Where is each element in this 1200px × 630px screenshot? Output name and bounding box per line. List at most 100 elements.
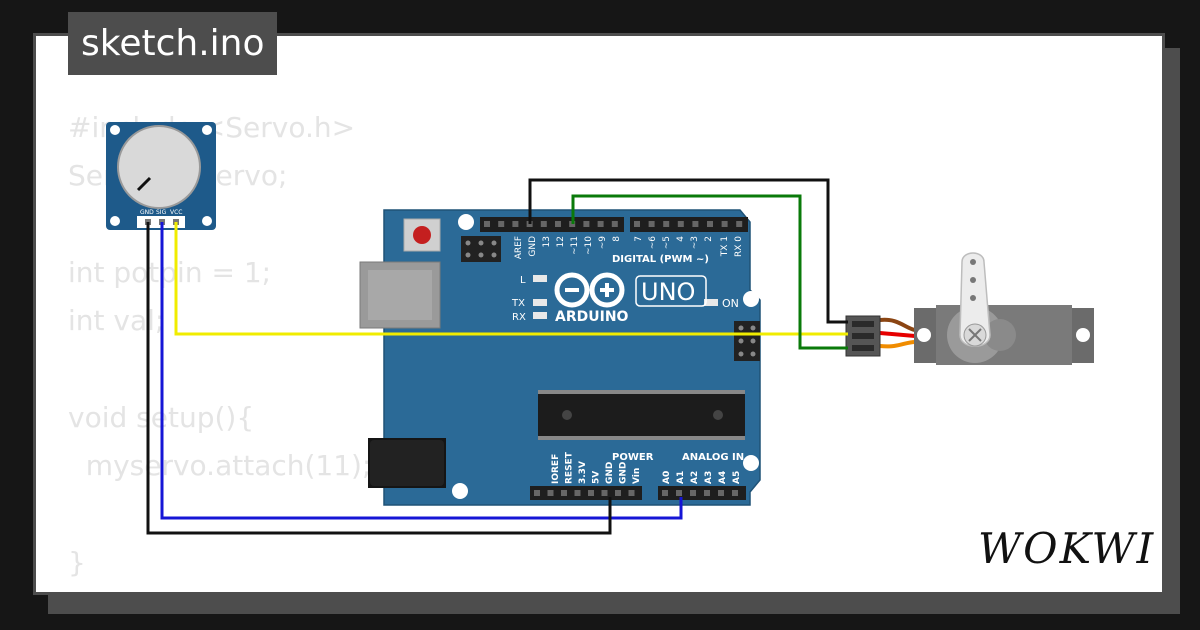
mount-hole	[452, 483, 468, 499]
wokwi-logo: WOKWI	[978, 524, 1156, 573]
potentiometer[interactable]: GND SIG VCC	[106, 122, 216, 230]
code-line: void setup(){	[68, 400, 255, 434]
pin-label-vcc: VCC	[170, 209, 182, 216]
wire-black-ground[interactable]	[146, 222, 612, 535]
pin-label-gnd: GND	[140, 209, 154, 216]
code-line: }	[68, 545, 86, 579]
icsp-header	[461, 236, 501, 262]
code-background: #include <Servo.h>Servo myservo;int potp…	[68, 104, 371, 587]
servo-mount-hole	[917, 328, 931, 342]
analog-pin-label: A3	[704, 471, 714, 484]
power-pin-label: 3.3V	[578, 461, 588, 484]
header-pin[interactable]	[663, 221, 670, 227]
header-pin[interactable]	[597, 221, 604, 227]
digital-pin-label: 2	[704, 236, 714, 242]
led-on	[704, 299, 718, 306]
digital-pin-label: 12	[556, 236, 566, 247]
knob-indicator	[136, 176, 152, 192]
power-pin-label: IOREF	[551, 454, 561, 484]
wires	[146, 178, 848, 535]
servo-motor[interactable]	[845, 252, 1094, 365]
header-pin[interactable]	[534, 490, 540, 496]
wire-black-servo[interactable]	[528, 178, 848, 324]
digital-pin-label: TX 1	[720, 236, 730, 257]
led-rx-label: RX	[512, 312, 526, 323]
digital-pin-holes	[484, 221, 743, 227]
header-pin[interactable]	[628, 490, 635, 496]
code-line: int val;	[68, 304, 165, 338]
board-model: UNO	[641, 278, 695, 306]
power-label: POWER	[612, 452, 654, 463]
header-pin[interactable]	[677, 221, 684, 227]
digital-header-right	[630, 217, 748, 232]
led-l-label: L	[520, 275, 526, 286]
led-l	[533, 275, 547, 282]
usb-port-inner	[368, 270, 432, 320]
header-pin[interactable]	[601, 490, 608, 496]
header-pin[interactable]	[690, 490, 696, 496]
analog-pin-label: A2	[690, 471, 700, 484]
led-rx	[533, 312, 547, 319]
digital-pin-label: ~9	[598, 236, 608, 250]
wire-yellow[interactable]	[174, 222, 848, 336]
digital-pin-label: AREF	[514, 236, 524, 259]
digital-pin-label: 4	[676, 236, 686, 242]
power-pin-label: RESET	[565, 451, 575, 484]
header-pin[interactable]	[692, 221, 699, 227]
pin-label-sig: SIG	[156, 209, 167, 216]
header-pin[interactable]	[718, 490, 724, 496]
header-pin[interactable]	[512, 221, 519, 227]
header-pin[interactable]	[648, 221, 655, 227]
wire-green-signal[interactable]	[571, 194, 848, 350]
digital-header-left	[480, 217, 624, 232]
led-tx	[533, 299, 547, 306]
analog-header	[658, 486, 746, 500]
arduino-logo-text: ARDUINO	[555, 309, 629, 325]
servo-gear-small	[984, 319, 1016, 351]
header-pin[interactable]	[484, 221, 490, 227]
header-pin[interactable]	[732, 490, 738, 496]
header-pin[interactable]	[662, 490, 668, 496]
header-pin[interactable]	[555, 221, 561, 227]
digital-pin-label: ~10	[584, 236, 594, 255]
power-pin-label: GND	[605, 462, 615, 484]
header-pin[interactable]	[721, 221, 728, 227]
led-on-label: ON	[722, 297, 739, 310]
power-pin-label: Vin	[632, 468, 642, 484]
uno-badge	[635, 275, 707, 307]
digital-pin-label: 7	[634, 236, 644, 242]
digital-pin-label: 13	[542, 236, 552, 247]
header-pin[interactable]	[588, 490, 594, 496]
code-line: int potpin = 1;	[68, 255, 272, 289]
power-pin-label: GND	[619, 462, 629, 484]
potentiometer-knob[interactable]	[117, 125, 201, 209]
header-pin[interactable]	[676, 490, 682, 496]
header-pin[interactable]	[574, 490, 581, 496]
icsp-header-right	[734, 321, 760, 361]
header-pin[interactable]	[611, 221, 618, 227]
mount-hole	[202, 216, 212, 226]
digital-pin-label: ~6	[648, 236, 658, 250]
header-pin[interactable]	[707, 221, 713, 227]
wire-blue[interactable]	[160, 222, 683, 520]
header-pin[interactable]	[634, 221, 640, 227]
header-pin[interactable]	[498, 221, 505, 227]
header-pin[interactable]	[704, 490, 710, 496]
analog-pin-label: A0	[662, 471, 672, 484]
digital-pin-label: ~11	[570, 236, 580, 255]
file-name-tag: sketch.ino	[68, 12, 278, 75]
header-pin[interactable]	[615, 490, 621, 496]
servo-wire-orange	[879, 340, 916, 349]
power-header	[530, 486, 642, 500]
digital-pin-label: GND	[528, 236, 538, 257]
header-pin[interactable]	[561, 490, 567, 496]
header-pin[interactable]	[547, 490, 554, 496]
mount-hole	[202, 125, 212, 135]
header-pin[interactable]	[736, 221, 743, 227]
header-pin[interactable]	[583, 221, 590, 227]
header-pin[interactable]	[540, 221, 547, 227]
